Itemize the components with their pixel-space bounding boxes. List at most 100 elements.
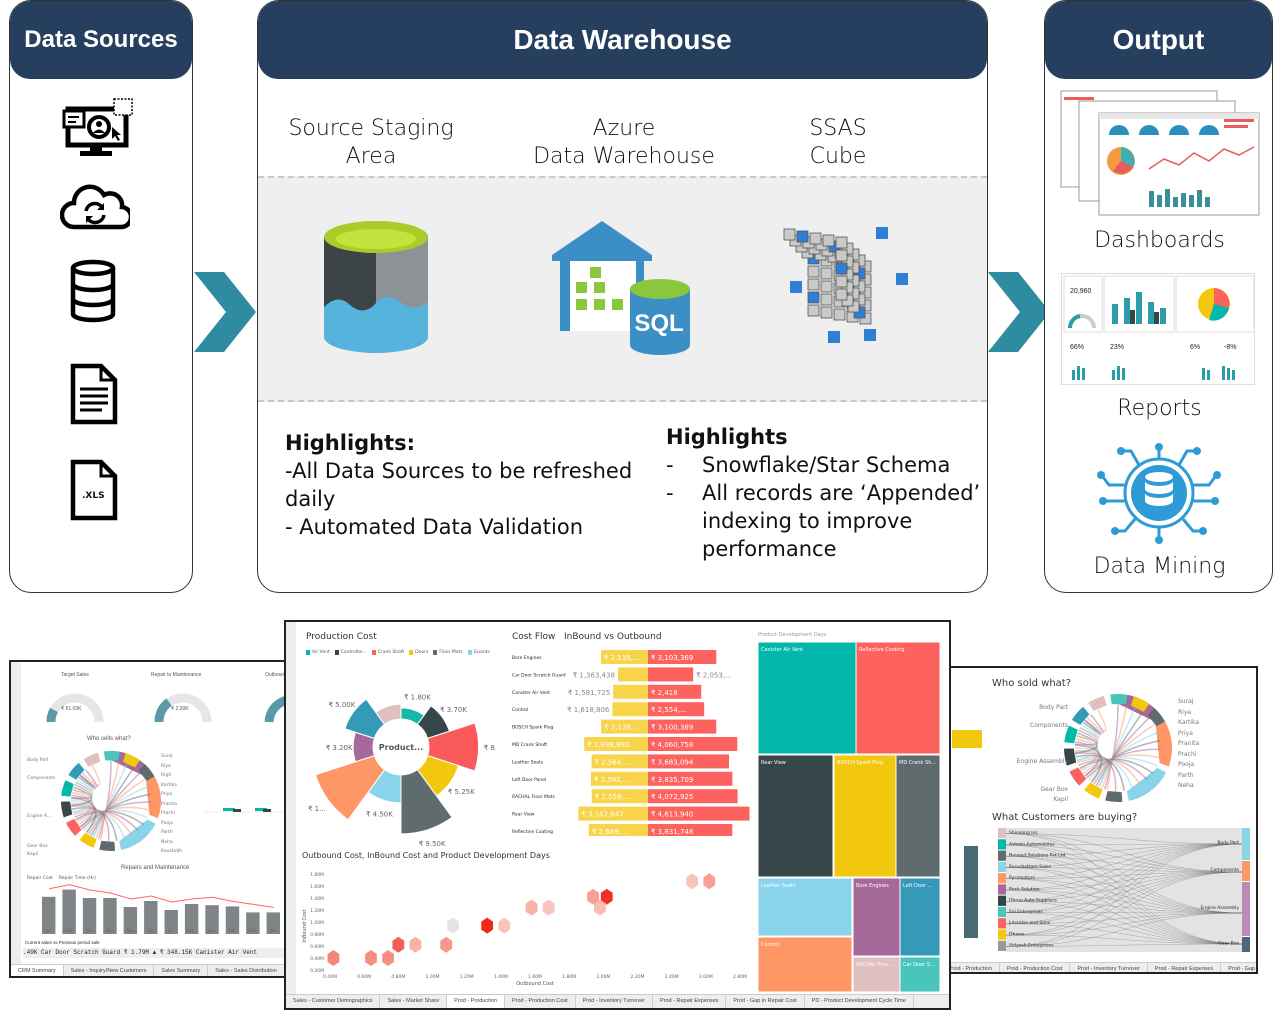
chord-ribbon: [81, 793, 151, 830]
sankey-link: [1005, 843, 1243, 947]
y-tick-label: 0.80M: [310, 932, 324, 938]
stage-label-line: Cube: [809, 144, 867, 169]
sankey-link: [1005, 855, 1243, 914]
rose-slice: [314, 755, 386, 821]
stage-label-line: SSAS: [809, 116, 867, 141]
report-tab[interactable]: Prod - Gap in Repair Cost: [726, 995, 805, 1008]
inbound-bar: [618, 667, 648, 682]
bar: [246, 912, 260, 934]
legend-item: Repair Time (Hr): [58, 876, 96, 881]
hex-point: [440, 936, 453, 953]
report-tab[interactable]: Prod - Production: [447, 995, 505, 1008]
report-tab[interactable]: Sales - Inquiry/New Customers: [64, 965, 155, 976]
highlight-item: -Snowflake/Star Schema: [666, 451, 986, 479]
chord-label: Kartika: [161, 782, 177, 788]
chord-arc: [1155, 719, 1172, 767]
highlight-line: performance: [702, 537, 837, 561]
report-tab[interactable]: Sales - Customer Demographics: [286, 995, 381, 1008]
xls-label: .XLS: [82, 491, 105, 501]
gauge-value: ₹ 2.20K: [171, 706, 189, 712]
report-tab[interactable]: Prod - Production Cost: [505, 995, 576, 1008]
inbound-label: ₹ 2,898,880: [587, 741, 629, 749]
report-tab[interactable]: Prod - Inventory Turnover: [1070, 963, 1148, 972]
cube-block: [820, 293, 833, 306]
chord-label: Pooja: [1178, 761, 1195, 768]
report-tab[interactable]: PD - Product Development Cycle Time: [805, 995, 914, 1008]
treemap-cell-label: Reflective Coating: [859, 647, 905, 653]
chord-label: Priya: [161, 792, 173, 797]
rose-hole: [375, 721, 427, 773]
side-strip: [11, 662, 21, 976]
report-tab[interactable]: Prod - Production Cost: [1000, 963, 1071, 972]
chord-arc: [68, 762, 85, 780]
legend-item: Guards: [467, 650, 490, 655]
chord-label: Pranita: [161, 801, 177, 807]
legend-item: Repair Cost: [27, 876, 53, 881]
chord-ribbon: [74, 810, 139, 832]
cost-flow-row-label: Control: [512, 707, 528, 713]
data-sources-header: Data Sources: [10, 1, 192, 79]
report-tab[interactable]: Prod - Repair Expenses: [1148, 963, 1222, 972]
outbound-bar: [648, 806, 750, 821]
chord-label: Body Part: [1039, 704, 1068, 711]
cube-block: [822, 234, 835, 247]
cost-flow-row-label: Leather Seats: [512, 759, 544, 765]
production-cost-title: Production Cost: [306, 632, 377, 642]
treemap-cell-label: Car Door S...: [903, 962, 935, 968]
output-label-reports: Reports: [1117, 396, 1202, 421]
bar: [225, 906, 240, 934]
outbound-bar: [648, 771, 733, 786]
cube-block: [841, 268, 854, 281]
cube-block: [859, 299, 872, 312]
hex-point: [392, 936, 405, 953]
chord-arc: [1064, 725, 1078, 744]
report-tab[interactable]: CRM Summary: [11, 965, 64, 976]
bar: [184, 904, 199, 934]
treemap-cell: [852, 877, 901, 957]
production-cost-rose-chart: ₹ 1.80K₹ 3.70K₹ 8...₹ 5.25K₹ 9.50K₹ 4.50…: [308, 693, 496, 848]
rose-slice-label: ₹ 8...: [484, 744, 496, 752]
legend-item: Controller...: [334, 650, 367, 655]
chord-ribbon: [1088, 731, 1159, 781]
chord-ribbon: [1086, 739, 1161, 779]
highlight-line: All records are ‘Appended’: [702, 481, 981, 505]
treemap-cell-label: Canister Air Vent: [761, 647, 803, 653]
month-label: Feb: [65, 928, 73, 933]
cube-block: [847, 274, 860, 287]
report-tab[interactable]: Sales Summary: [154, 965, 209, 976]
chord-ribbon: [1075, 741, 1101, 777]
inbound-bar: [588, 824, 648, 836]
sankey-link: [1005, 901, 1243, 945]
report-tab[interactable]: Prod - Production: [942, 963, 1000, 972]
month-label: Sep: [207, 928, 215, 933]
sankey-link: [1005, 934, 1243, 945]
y-tick-label: 1.80M: [310, 872, 324, 878]
x-tick-label: 2.60M: [699, 974, 713, 980]
sankey-link: [1005, 855, 1243, 873]
report-tab[interactable]: Sales - Sales Distribution: [208, 965, 285, 976]
treemap-cell-label: Control: [761, 942, 779, 948]
x-tick-label: 2.00M: [596, 974, 610, 980]
ticker-label: Current sales vs Previous period sale: [25, 940, 100, 945]
month-label: Mar: [85, 928, 94, 933]
chord-chart: [61, 751, 161, 851]
y-tick-label: 0.20M: [310, 968, 324, 974]
hex-point: [365, 950, 377, 966]
sankey-link: [1005, 833, 1243, 914]
outbound-label: ₹ 2,554,...: [651, 706, 687, 714]
chord-ribbon: [71, 783, 93, 799]
cube-block: [859, 286, 872, 299]
reports-thumbnail: 20,960 66% 23% 6% -8%: [1061, 273, 1255, 385]
sankey-link: [1005, 855, 1243, 945]
hex-chart-title: Outbound Cost, InBound Cost and Product …: [302, 851, 550, 860]
report-tab[interactable]: Prod - Inventory Turnover: [576, 995, 653, 1008]
report-tab[interactable]: Prod - Repair Expenses: [653, 995, 727, 1008]
sankey-link: [1005, 878, 1243, 945]
outbound-bar: [648, 824, 733, 836]
report-tab[interactable]: Prod - Gap in Repair Cost: [1221, 963, 1256, 972]
report-tab[interactable]: Sales - Market Share: [380, 995, 448, 1008]
chord-label: Suraj: [1178, 698, 1194, 705]
chord-ribbon: [1093, 717, 1150, 785]
sankey-node: [998, 850, 1006, 861]
